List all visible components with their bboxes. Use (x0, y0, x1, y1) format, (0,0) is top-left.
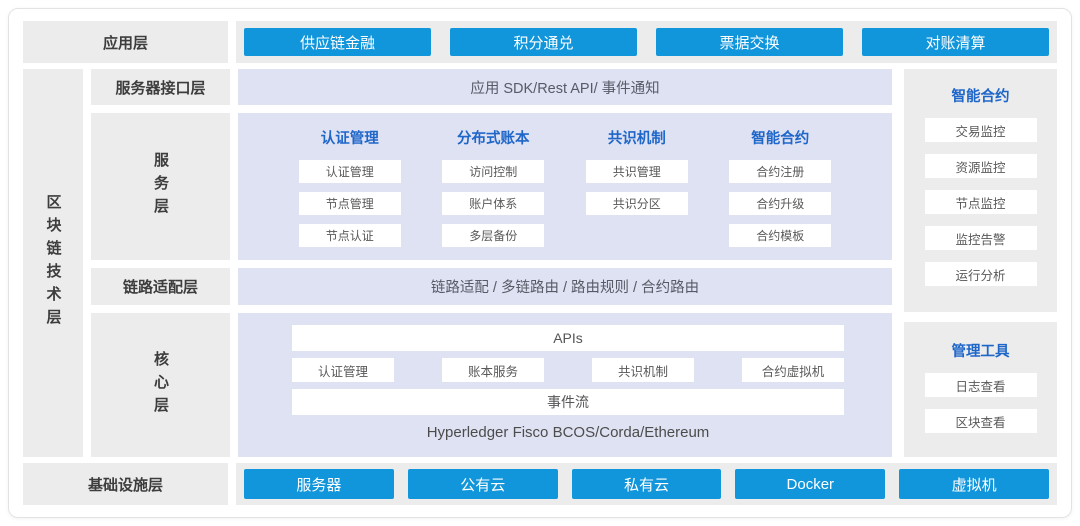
service-chip: 共识分区 (585, 192, 688, 215)
service-column-auth: 认证管理 认证管理 节点管理 节点认证 (278, 125, 422, 260)
server-interface-layer-label: 服务器接口层 (91, 69, 230, 105)
tools-chip: 日志查看 (924, 373, 1037, 397)
link-adaptation-bar: 链路适配 / 多链路由 / 路由规则 / 合约路由 (238, 268, 892, 305)
infrastructure-layer-label: 基础设施层 (23, 463, 228, 505)
infra-button-public-cloud: 公有云 (407, 469, 558, 499)
service-chip: 共识管理 (585, 160, 688, 183)
service-chip: 访问控制 (442, 160, 545, 183)
link-adaptation-layer-label: 链路适配层 (91, 268, 230, 305)
infra-button-private-cloud: 私有云 (571, 469, 722, 499)
infra-button-server: 服务器 (244, 469, 394, 499)
event-stream-bar: 事件流 (292, 389, 844, 415)
service-chip: 认证管理 (298, 160, 401, 183)
app-button-reconciliation: 对账清算 (862, 28, 1049, 56)
service-layer-panel: 认证管理 认证管理 节点管理 节点认证 分布式账本 访问控制 账户体系 多层备份… (238, 113, 892, 260)
blockchain-tech-layer-strip: 区块链技术层 (23, 69, 83, 457)
tools-chip: 区块查看 (924, 409, 1037, 433)
infrastructure-buttons-strip: 服务器 公有云 私有云 Docker 虚拟机 (236, 463, 1057, 505)
monitor-chip: 监控告警 (924, 226, 1037, 250)
service-chip: 合约注册 (729, 160, 832, 183)
service-chip: 合约模板 (729, 224, 832, 247)
application-buttons-strip: 供应链金融 积分通兑 票据交换 对账清算 (236, 21, 1057, 63)
monitor-panel: 智能合约 交易监控 资源监控 节点监控 监控告警 运行分析 (904, 69, 1057, 312)
blockchain-tech-layer-label: 区块链技术层 (44, 194, 62, 332)
sublayer-label-column: 服务器接口层 服务层 链路适配层 核心层 (91, 69, 230, 457)
core-chip: 认证管理 (292, 358, 394, 382)
infrastructure-layer-row: 基础设施层 服务器 公有云 私有云 Docker 虚拟机 (23, 463, 1057, 505)
core-modules-row: 认证管理 账本服务 共识机制 合约虚拟机 (292, 358, 844, 382)
sublayer-content-column: 应用 SDK/Rest API/ 事件通知 认证管理 认证管理 节点管理 节点认… (238, 69, 892, 457)
app-button-points-exchange: 积分通兑 (450, 28, 637, 56)
platforms-text: Hyperledger Fisco BCOS/Corda/Ethereum (426, 424, 710, 441)
app-button-supply-chain-finance: 供应链金融 (244, 28, 431, 56)
blockchain-tech-layer-row: 区块链技术层 服务器接口层 服务层 链路适配层 核心层 应用 SDK/Rest … (23, 69, 1057, 457)
service-column-header: 智能合约 (751, 131, 810, 147)
apis-bar: APIs (292, 325, 844, 351)
application-layer-row: 应用层 供应链金融 积分通兑 票据交换 对账清算 (23, 21, 1057, 63)
application-layer-label: 应用层 (23, 21, 228, 63)
service-column-header: 认证管理 (320, 131, 379, 147)
sdk-api-bar: 应用 SDK/Rest API/ 事件通知 (238, 69, 892, 105)
service-column-ledger: 分布式账本 访问控制 账户体系 多层备份 (422, 125, 566, 260)
monitor-chip: 运行分析 (924, 262, 1037, 286)
monitor-chip: 节点监控 (924, 190, 1037, 214)
core-chip: 账本服务 (442, 358, 544, 382)
monitor-chip: 交易监控 (924, 118, 1037, 142)
core-layer-label-text: 核心层 (152, 350, 169, 420)
monitor-panel-header: 智能合约 (951, 89, 1010, 105)
core-layer-label: 核心层 (91, 313, 230, 457)
core-chip: 合约虚拟机 (742, 358, 844, 382)
service-column-header: 分布式账本 (457, 131, 530, 147)
service-column-smart-contract: 智能合约 合约注册 合约升级 合约模板 (709, 125, 853, 260)
diagram-frame: 应用层 供应链金融 积分通兑 票据交换 对账清算 区块链技术层 服务器接口层 服… (8, 8, 1072, 518)
core-layer-panel: APIs 认证管理 账本服务 共识机制 合约虚拟机 事件流 Hyperledge… (238, 313, 892, 457)
management-tools-panel: 管理工具 日志查看 区块查看 (904, 322, 1057, 457)
core-chip: 共识机制 (592, 358, 694, 382)
right-side-column: 智能合约 交易监控 资源监控 节点监控 监控告警 运行分析 管理工具 日志查看 … (904, 69, 1057, 457)
infra-button-docker: Docker (735, 469, 886, 499)
service-column-header: 共识机制 (607, 131, 666, 147)
service-layer-label-text: 服务层 (152, 152, 169, 221)
app-button-bill-exchange: 票据交换 (656, 28, 843, 56)
management-tools-header: 管理工具 (951, 344, 1010, 360)
service-chip: 账户体系 (442, 192, 545, 215)
service-chip: 节点认证 (298, 224, 401, 247)
diagram-content: 应用层 供应链金融 积分通兑 票据交换 对账清算 区块链技术层 服务器接口层 服… (23, 21, 1057, 505)
service-chip: 合约升级 (729, 192, 832, 215)
service-layer-label: 服务层 (91, 113, 230, 260)
monitor-chip: 资源监控 (924, 154, 1037, 178)
infra-button-vm: 虚拟机 (899, 469, 1049, 499)
service-column-consensus: 共识机制 共识管理 共识分区 (565, 125, 709, 260)
service-chip: 多层备份 (442, 224, 545, 247)
service-chip: 节点管理 (298, 192, 401, 215)
